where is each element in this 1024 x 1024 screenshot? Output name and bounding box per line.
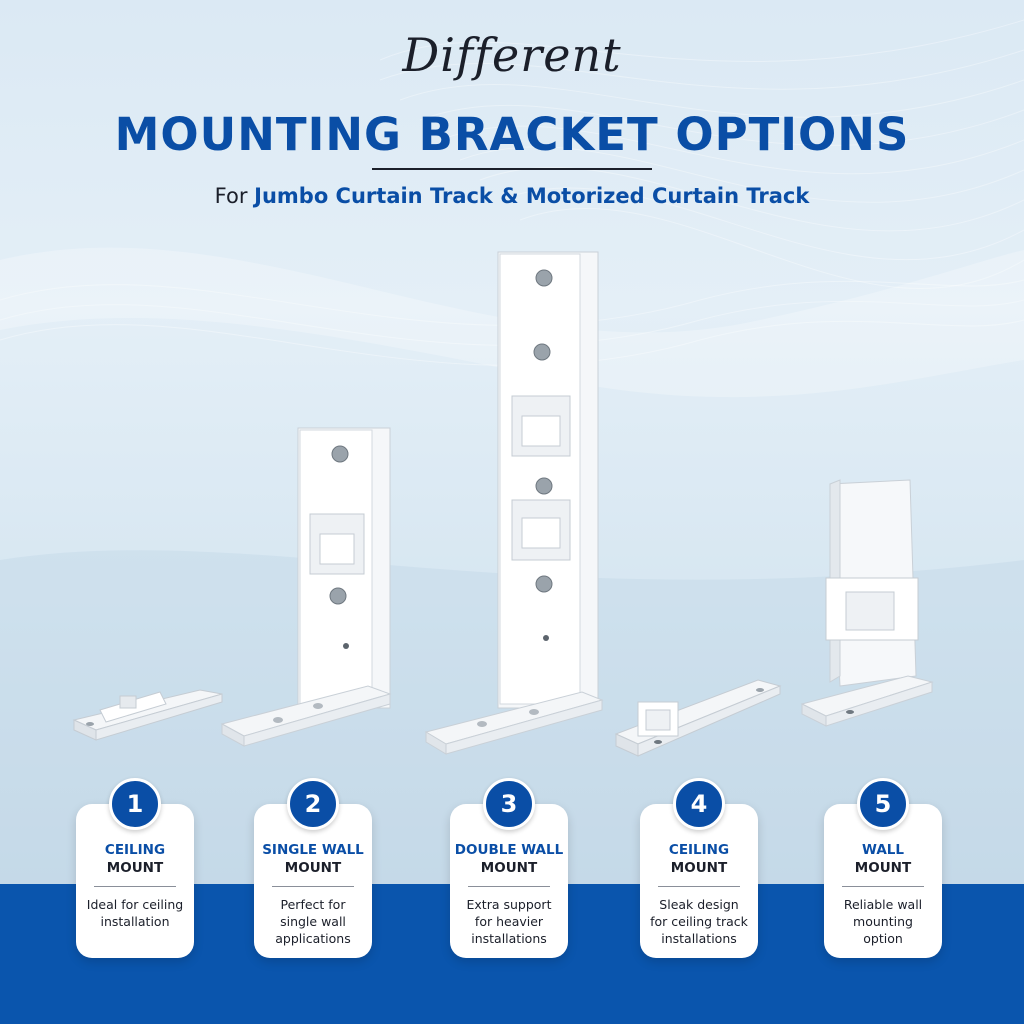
option-description: Ideal for ceiling installation xyxy=(86,897,184,929)
subtitle: For Jumbo Curtain Track & Motorized Curt… xyxy=(0,184,1024,208)
title-divider xyxy=(372,168,652,170)
option-title-top: WALL xyxy=(862,842,904,858)
option-divider xyxy=(658,886,740,887)
option-description: Reliable wall mounting option xyxy=(843,897,923,946)
option-description: Perfect for single wall applications xyxy=(275,897,351,946)
option-title-top: CEILING xyxy=(668,842,730,858)
option-divider xyxy=(94,886,176,887)
option-number-badge-1: 1 xyxy=(109,778,161,830)
option-title-top: CEILING xyxy=(104,842,166,858)
option-title-bottom: MOUNT xyxy=(284,860,342,876)
option-divider xyxy=(468,886,550,887)
option-number-badge-5: 5 xyxy=(857,778,909,830)
option-number-badge-4: 4 xyxy=(673,778,725,830)
ceiling-track-mount-bracket-image xyxy=(614,679,782,757)
wall-mount-bracket-image xyxy=(800,479,934,727)
subtitle-prefix: For xyxy=(214,184,255,208)
main-title: MOUNTING BRACKET OPTIONS xyxy=(114,108,910,161)
option-title-bottom: MOUNT xyxy=(480,860,538,876)
ceiling-mount-bracket-image xyxy=(72,689,223,741)
option-number-badge-2: 2 xyxy=(287,778,339,830)
option-divider xyxy=(842,886,924,887)
option-description: Extra support for heavier installations xyxy=(466,897,552,946)
option-divider xyxy=(272,886,354,887)
option-title-bottom: MOUNT xyxy=(670,860,728,876)
option-title-top: SINGLE WALL xyxy=(262,842,364,858)
option-title-top: DOUBLE WALL xyxy=(454,842,564,858)
single-wall-mount-bracket-image xyxy=(220,427,392,747)
script-title: Different xyxy=(402,28,622,82)
option-title-bottom: MOUNT xyxy=(106,860,164,876)
option-number-badge-3: 3 xyxy=(483,778,535,830)
option-title-bottom: MOUNT xyxy=(854,860,912,876)
double-wall-mount-bracket-image xyxy=(424,251,604,755)
option-description: Sleak design for ceiling track installat… xyxy=(650,897,748,946)
subtitle-highlight: Jumbo Curtain Track & Motorized Curtain … xyxy=(254,184,810,208)
